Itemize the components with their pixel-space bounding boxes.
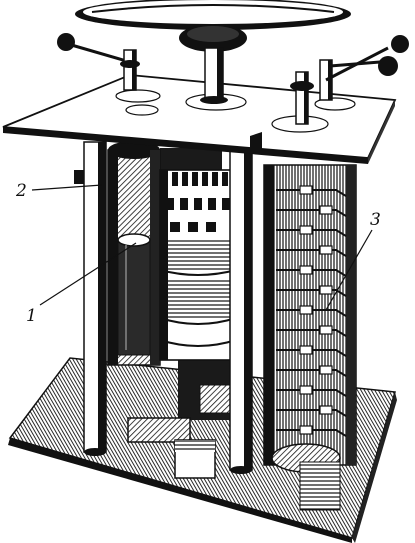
callout-label-2: 2 — [15, 181, 27, 201]
guide-rods — [74, 141, 253, 474]
callout-label-3: 3 — [370, 210, 381, 230]
contact-rails — [276, 189, 347, 437]
lower-blocks — [127, 384, 233, 479]
inner-cylinder — [117, 233, 151, 356]
leader-line-3 — [325, 229, 373, 311]
callout-label-1: 1 — [26, 306, 37, 326]
contact-stack — [263, 164, 357, 511]
leader-line-2 — [31, 184, 103, 191]
right-levers — [290, 35, 409, 125]
hand-wheel — [75, 0, 351, 104]
leader-line-1 — [39, 242, 137, 306]
contact-clips — [299, 185, 333, 435]
leader-lines — [31, 184, 373, 311]
left-lever — [57, 33, 140, 91]
drum-teeth — [162, 172, 230, 232]
commutator-drum — [159, 169, 237, 361]
